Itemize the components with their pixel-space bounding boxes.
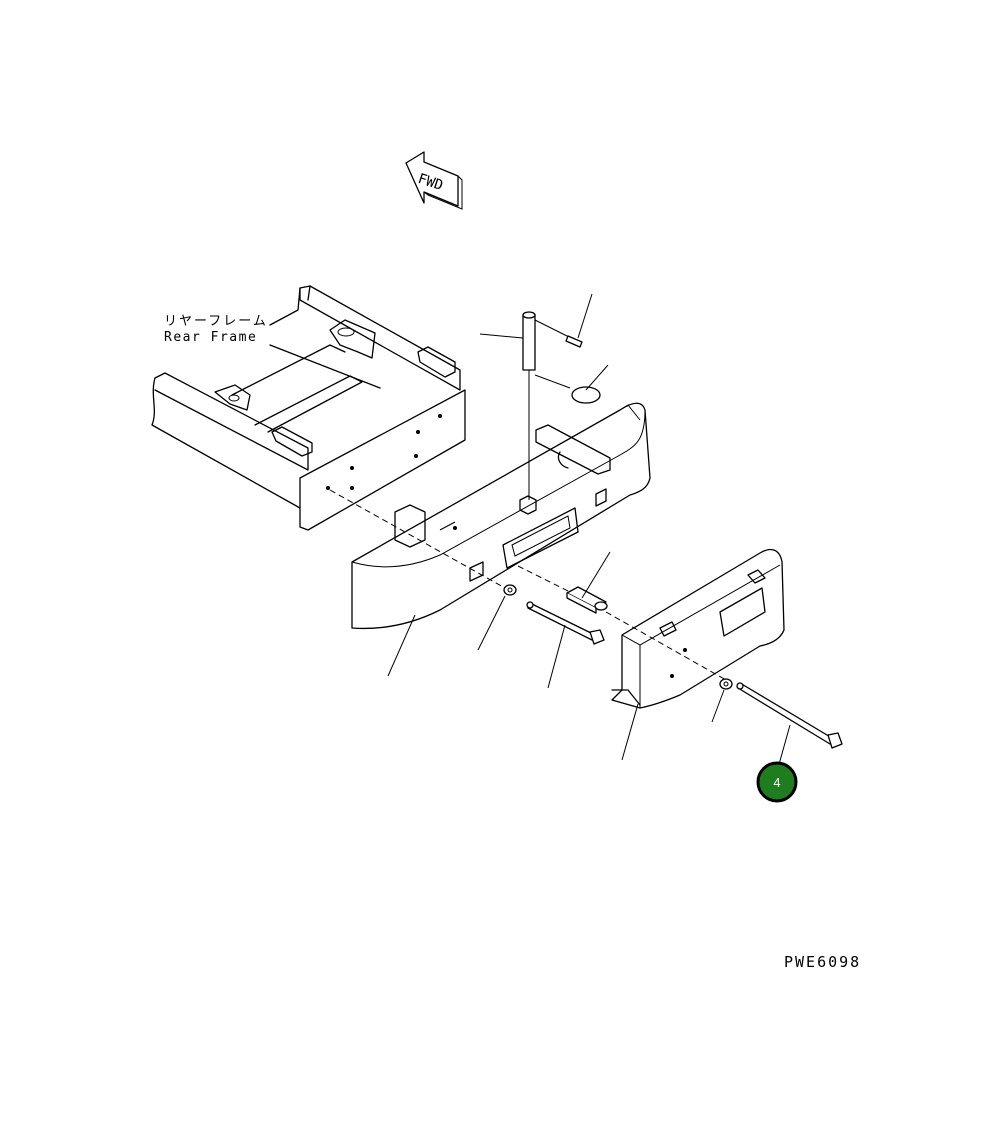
callout-circle[interactable]	[756, 761, 798, 803]
callout-badge[interactable]: 4	[756, 761, 798, 803]
bolt-long	[736, 682, 843, 749]
rear-frame-label-jp: リヤーフレーム	[164, 314, 268, 329]
drawing-code: PWE6098	[784, 953, 861, 971]
fwd-arrow-icon: FWD	[405, 151, 463, 210]
spacer-pipe	[566, 586, 608, 614]
rear-frame	[151, 285, 466, 531]
auxiliary-weight	[611, 548, 785, 709]
washer-left	[503, 584, 517, 596]
assembly-lines	[329, 489, 727, 681]
bolt-left	[526, 601, 605, 645]
lifting-rod	[522, 311, 601, 500]
leader-lines	[387, 293, 791, 769]
fwd-label: FWD	[416, 171, 445, 194]
rear-frame-label-en: Rear Frame	[164, 330, 257, 345]
washer-right	[719, 678, 733, 690]
counterweight	[351, 402, 651, 630]
callout-number: 4	[773, 775, 780, 790]
